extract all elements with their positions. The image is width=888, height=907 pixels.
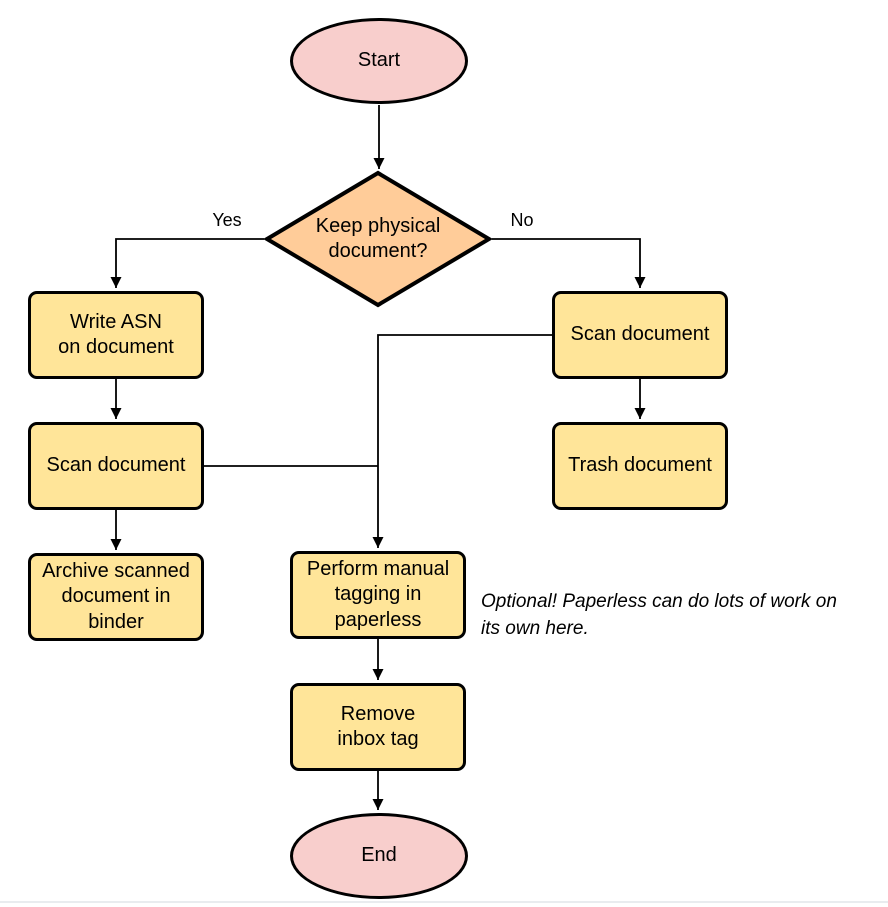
decision-node-label: Keep physical document? — [315, 214, 441, 262]
bottom-divider — [0, 901, 888, 903]
scan-document-left-node-label: Scan document — [46, 454, 186, 477]
decision-node-label-wrap: Keep physical document? — [278, 210, 478, 268]
end-node-label: End — [361, 844, 397, 867]
edge-label-no: No — [510, 210, 534, 230]
edge-no-to-scan-right — [492, 238, 646, 288]
edge-scan-right-to-tagging — [372, 334, 552, 548]
scan-document-right-node: Scan document — [552, 291, 728, 379]
write-asn-node-label: Write ASN on document — [58, 310, 174, 358]
end-node: End — [290, 813, 468, 899]
archive-node: Archive scanned document in binder — [28, 553, 204, 641]
scan-document-left-node: Scan document — [28, 422, 204, 510]
decision-diamond — [263, 170, 493, 308]
start-node: Start — [290, 18, 468, 104]
trash-document-node: Trash document — [552, 422, 728, 510]
start-node-label: Start — [357, 49, 401, 72]
scan-document-right-node-label: Scan document — [570, 323, 710, 346]
remove-inbox-tag-node: Remove inbox tag — [290, 683, 466, 771]
manual-tagging-node-label: Perform manual tagging in paperless — [306, 557, 450, 631]
edge-label-yes: Yes — [212, 210, 242, 230]
optional-annotation: Optional! Paperless can do lots of work … — [481, 591, 837, 639]
manual-tagging-node: Perform manual tagging in paperless — [290, 551, 466, 639]
trash-document-node-label: Trash document — [568, 454, 712, 477]
edge-yes-to-write-asn — [110, 238, 264, 288]
archive-node-label: Archive scanned document in binder — [42, 559, 190, 633]
write-asn-node: Write ASN on document — [28, 291, 204, 379]
remove-inbox-tag-node-label: Remove inbox tag — [337, 702, 419, 750]
